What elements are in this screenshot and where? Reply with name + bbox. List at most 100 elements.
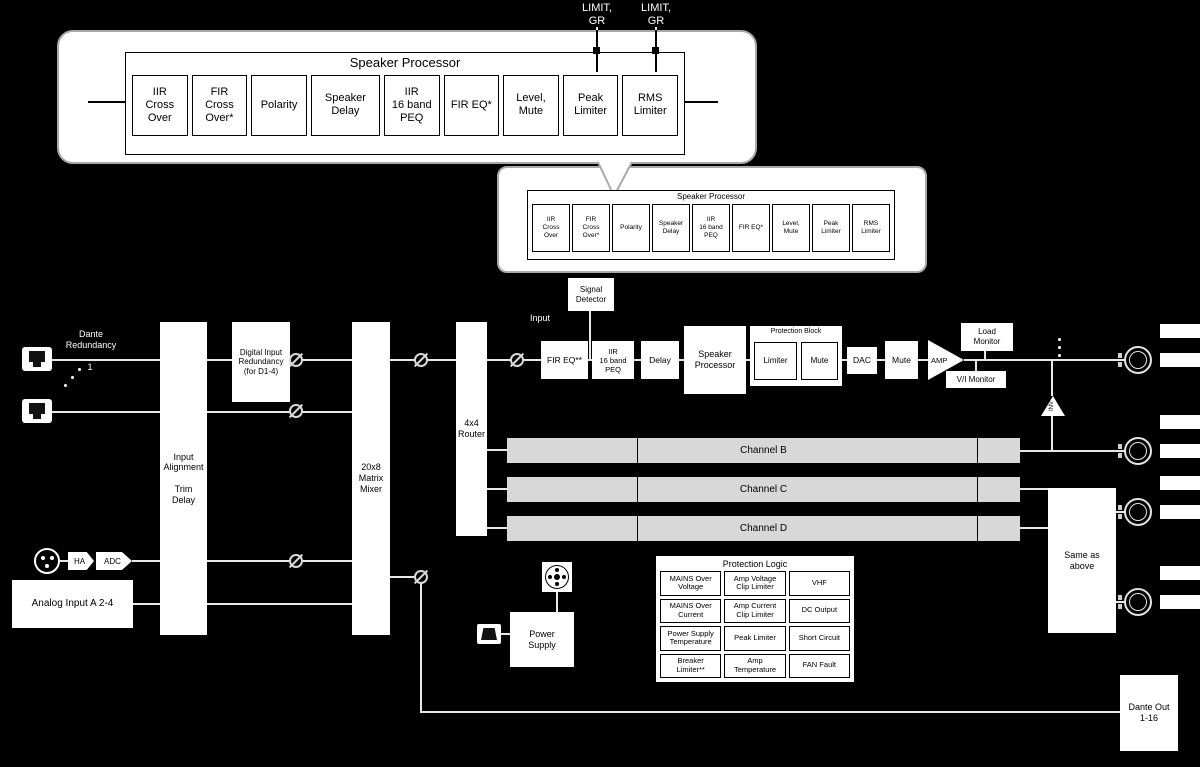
iir-peq-box: IIR 16 band PEQ [592, 341, 634, 379]
dante-channel-number: 1 [87, 362, 93, 372]
signal-node [289, 353, 303, 367]
signal-detector-box: Signal Detector [568, 278, 614, 311]
divider [977, 477, 978, 502]
connection-line [88, 101, 125, 103]
speaker-connector-icon [1118, 346, 1152, 374]
cell-mains-over-voltage: MAINS Over Voltage [660, 571, 722, 596]
connection-line [133, 603, 352, 605]
connection-line [1020, 527, 1048, 529]
rms-limiter-block: RMS Limiter [852, 204, 890, 252]
channel-c-label: Channel C [739, 484, 788, 495]
connection-line [52, 411, 160, 413]
iir-peq-block: IIR 16 band PEQ [692, 204, 730, 252]
cell-power-supply-temperature: Power Supply Temperature [660, 626, 722, 651]
signal-node [289, 404, 303, 418]
cell-dc-output: DC Output [788, 598, 850, 623]
output-terminal-tab [1160, 353, 1200, 367]
connection-line [487, 488, 507, 490]
iir-crossover-block: IIR Cross Over [132, 74, 188, 136]
input-label: Input [529, 313, 551, 323]
ellipsis-dot [64, 384, 67, 387]
divider [637, 516, 638, 541]
connection-line [52, 359, 160, 361]
level-mute-block: Level, Mute [503, 74, 559, 136]
level-mute-block: Level, Mute [772, 204, 810, 252]
ellipsis-dot [1058, 338, 1061, 341]
channel-d-label: Channel D [739, 523, 788, 534]
output-terminal-tab [1160, 595, 1200, 609]
polarity-block: Polarity [612, 204, 650, 252]
polarity-block: Polarity [251, 74, 307, 136]
connection-line [556, 592, 558, 612]
limiter-box: Limiter [754, 342, 797, 380]
meter-point [652, 47, 659, 54]
fir-eq-block: FIR EQ* [732, 204, 770, 252]
ellipsis-dot [71, 376, 74, 379]
dac-box: DAC [847, 347, 877, 374]
output-terminal-tab [1160, 566, 1200, 580]
load-monitor-box: Load Monitor [961, 323, 1013, 351]
connection-line [132, 560, 352, 562]
connection-line [389, 576, 416, 578]
speaker-processor-title-small: Speaker Processor [676, 192, 746, 201]
connection-line [685, 101, 718, 103]
dante-redundancy-label: Dante Redundancy [65, 329, 117, 350]
protection-logic-title: Protection Logic [722, 559, 788, 569]
inverter-triangle: INV [1041, 396, 1065, 416]
channel-b-label: Channel B [740, 445, 787, 456]
connection-line [1116, 511, 1126, 513]
amp-output-line [964, 359, 1126, 361]
head-amp-tag: HA [68, 552, 94, 570]
peak-limiter-block: Peak Limiter [562, 74, 619, 136]
divider [977, 438, 978, 463]
signal-node [414, 353, 428, 367]
fir-eq-block: FIR EQ* [443, 74, 500, 136]
speaker-delay-block: Speaker Delay [310, 74, 380, 136]
channel-d-bar: Channel D [507, 516, 1020, 541]
digital-input-redundancy-box: Digital Input Redundancy (for D1-4) [232, 322, 290, 402]
limit-gr-label-rms: LIMIT, GR [641, 2, 671, 28]
same-as-above-box: Same as above [1048, 488, 1116, 633]
connection-line [1020, 450, 1126, 452]
ac-inlet-icon [477, 624, 501, 644]
output-terminal-tab [1160, 415, 1200, 429]
connection-line [501, 633, 510, 635]
cell-mains-over-current: MAINS Over Current [660, 598, 722, 623]
divider [977, 516, 978, 541]
connection-line [1051, 416, 1053, 450]
channel-c-bar: Channel C [507, 477, 1020, 502]
rms-limiter-block: RMS Limiter [622, 74, 679, 136]
analog-input-box: Analog Input A 2-4 [12, 580, 133, 628]
speaker-processor-chain-small: IIR Cross Over FIR Cross Over* Polarity … [528, 202, 894, 259]
signal-node [510, 353, 524, 367]
fir-eq-box: FIR EQ** [541, 341, 588, 379]
connection-line [1116, 601, 1126, 603]
speaker-processor-detail-large: Speaker Processor IIR Cross Over FIR Cro… [125, 52, 685, 155]
connection-line [975, 361, 977, 371]
cell-amp-temperature: Amp Temperature [724, 653, 786, 678]
meter-point [593, 47, 600, 54]
protection-logic-panel: Protection Logic MAINS Over Voltage Amp … [655, 555, 855, 683]
fan-icon [542, 562, 572, 592]
speaker-processor-title: Speaker Processor [349, 55, 461, 70]
power-supply-box: Power Supply [510, 612, 574, 667]
dante-out-box: Dante Out 1-16 [1120, 675, 1178, 751]
connection-line [487, 527, 507, 529]
cell-vhf: VHF [788, 571, 850, 596]
ellipsis-dot [1058, 354, 1061, 357]
cell-amp-current-clip-limiter: Amp Current Clip Limiter [724, 598, 786, 623]
output-terminal-tab [1160, 324, 1200, 338]
iir-peq-block: IIR 16 band PEQ [383, 74, 440, 136]
fir-crossover-block: FIR Cross Over* [572, 204, 610, 252]
dante-out-line [420, 711, 1120, 713]
amp-label: AMP [931, 356, 948, 365]
iir-crossover-block: IIR Cross Over [532, 204, 570, 252]
divider [637, 438, 638, 463]
cell-fan-fault: FAN Fault [788, 653, 850, 678]
connection-line [1020, 488, 1048, 490]
signal-node [289, 554, 303, 568]
connection-line [589, 311, 591, 359]
protection-logic-grid: MAINS Over Voltage Amp Voltage Clip Limi… [656, 571, 854, 682]
ellipsis-dot [1058, 346, 1061, 349]
adc-tag: ADC [96, 552, 132, 570]
